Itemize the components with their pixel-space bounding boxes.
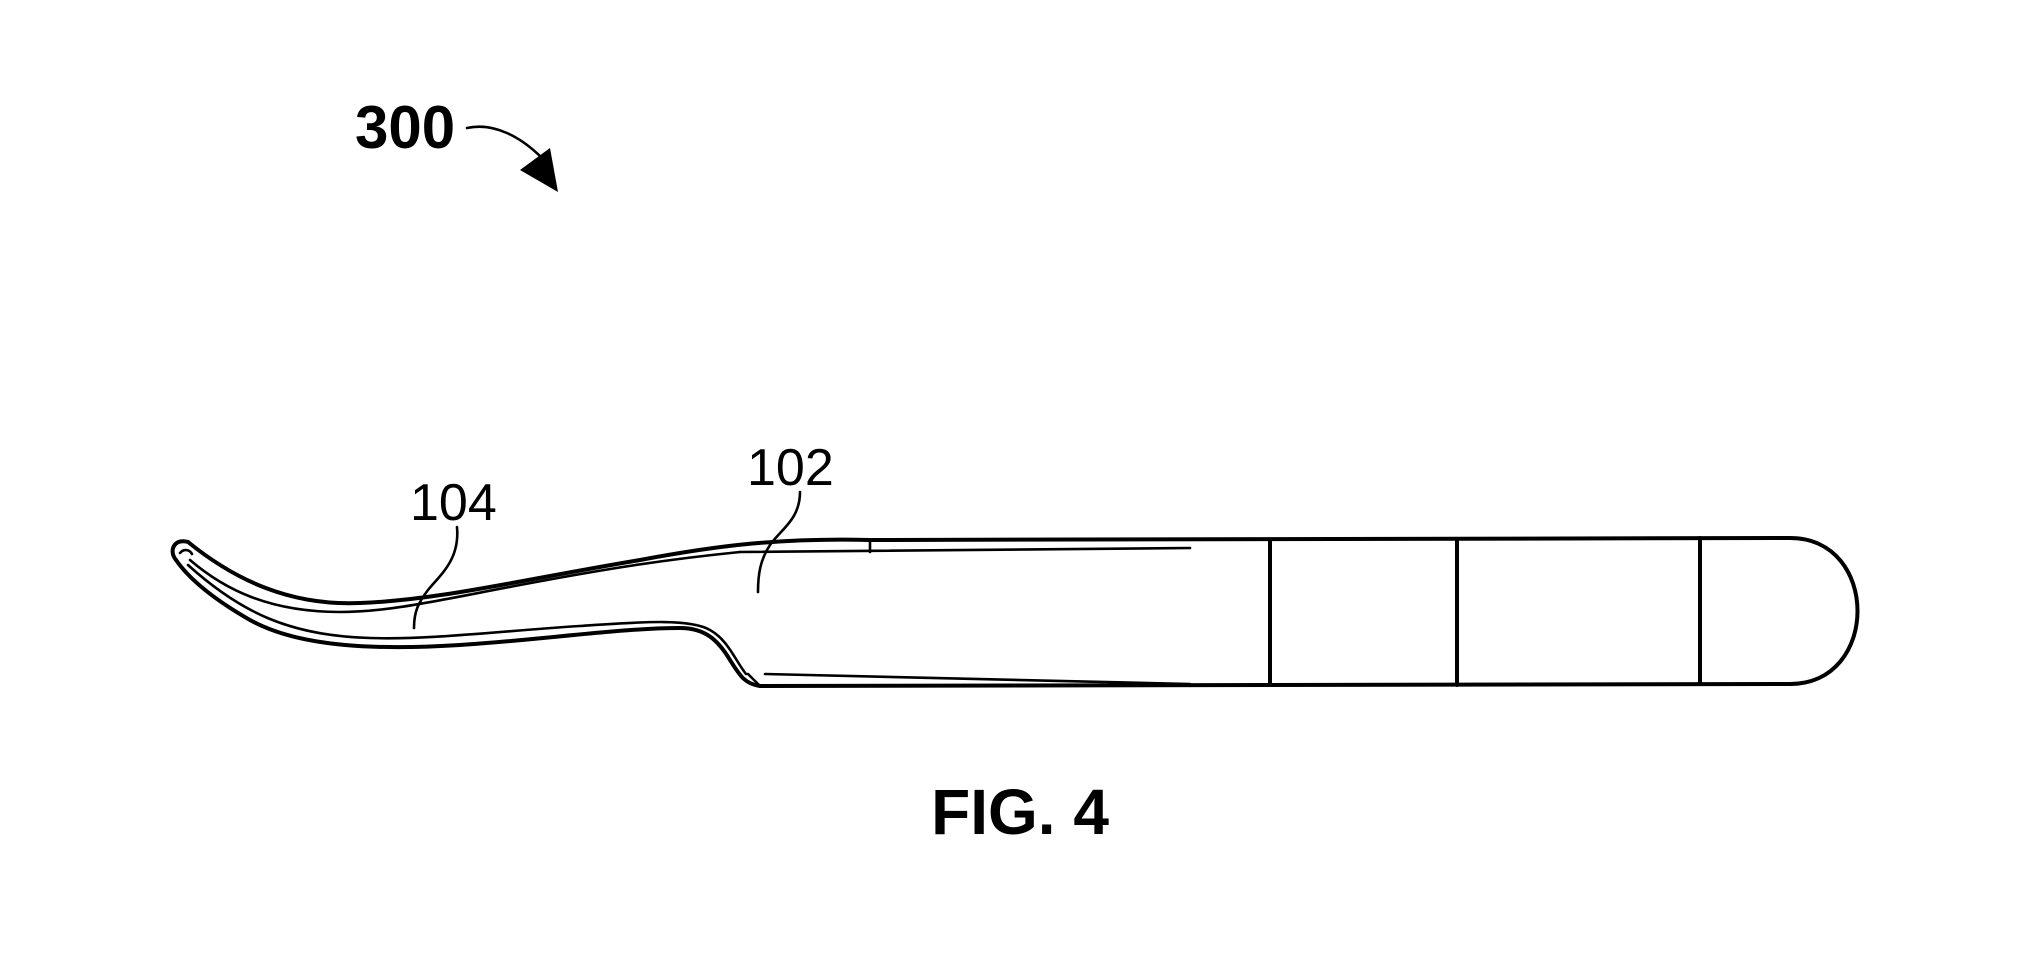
tip-bottom-outer-edge (174, 558, 762, 688)
leader-line-tip (412, 525, 459, 630)
handle-bottom-inner-line (763, 672, 1192, 686)
tip-end-cap (170, 539, 190, 562)
tip-end-detail (178, 548, 194, 556)
leader-line-handle (756, 490, 802, 594)
reference-numeral-handle: 102 (747, 439, 834, 497)
assembly-reference-numeral: 300 (355, 94, 455, 161)
handle-outline (758, 536, 1860, 688)
handle-top-inner-line (738, 546, 1192, 554)
assembly-arrowhead (520, 148, 558, 192)
assembly-arrow-shaft (465, 125, 544, 160)
reference-numeral-tip: 104 (410, 474, 497, 532)
tip-top-outer-edge (186, 537, 872, 606)
neck-notch (746, 672, 762, 688)
tip-top-inner-edge (188, 550, 742, 614)
tip-bottom-inner-edge (186, 563, 748, 676)
figure-caption: FIG. 4 (931, 776, 1109, 848)
